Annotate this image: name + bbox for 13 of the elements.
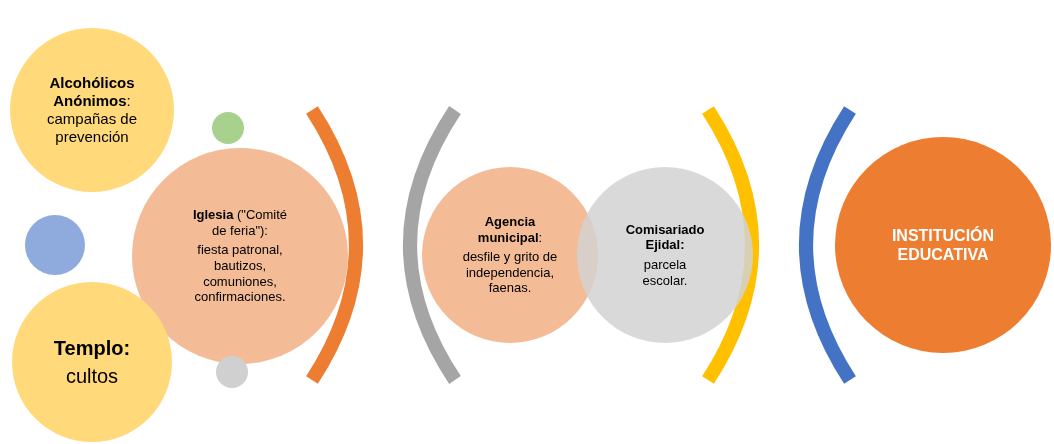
body-text: parcela escolar. bbox=[641, 257, 689, 289]
heading-text: Templo: bbox=[53, 336, 131, 360]
body-text: fiesta patronal, bautizos, comuniones, confirmaciones. bbox=[193, 242, 287, 305]
node-text: INSTITUCIÓN EDUCATIVA bbox=[890, 225, 996, 265]
heading-text: Agencia municipal: bbox=[476, 214, 544, 246]
circle bbox=[25, 215, 85, 275]
circle bbox=[212, 112, 244, 144]
body-text: cultos bbox=[65, 364, 119, 388]
node-text: Alcohólicos Anónimos: campañas de prevención bbox=[45, 74, 139, 146]
body-text: desfile y grito de independencia, faenas. bbox=[462, 249, 558, 296]
heading-text: Comisariado Ejidal: bbox=[625, 221, 705, 253]
circle bbox=[216, 356, 248, 388]
heading-text: Iglesia ("Comité de feria"): bbox=[191, 207, 289, 239]
